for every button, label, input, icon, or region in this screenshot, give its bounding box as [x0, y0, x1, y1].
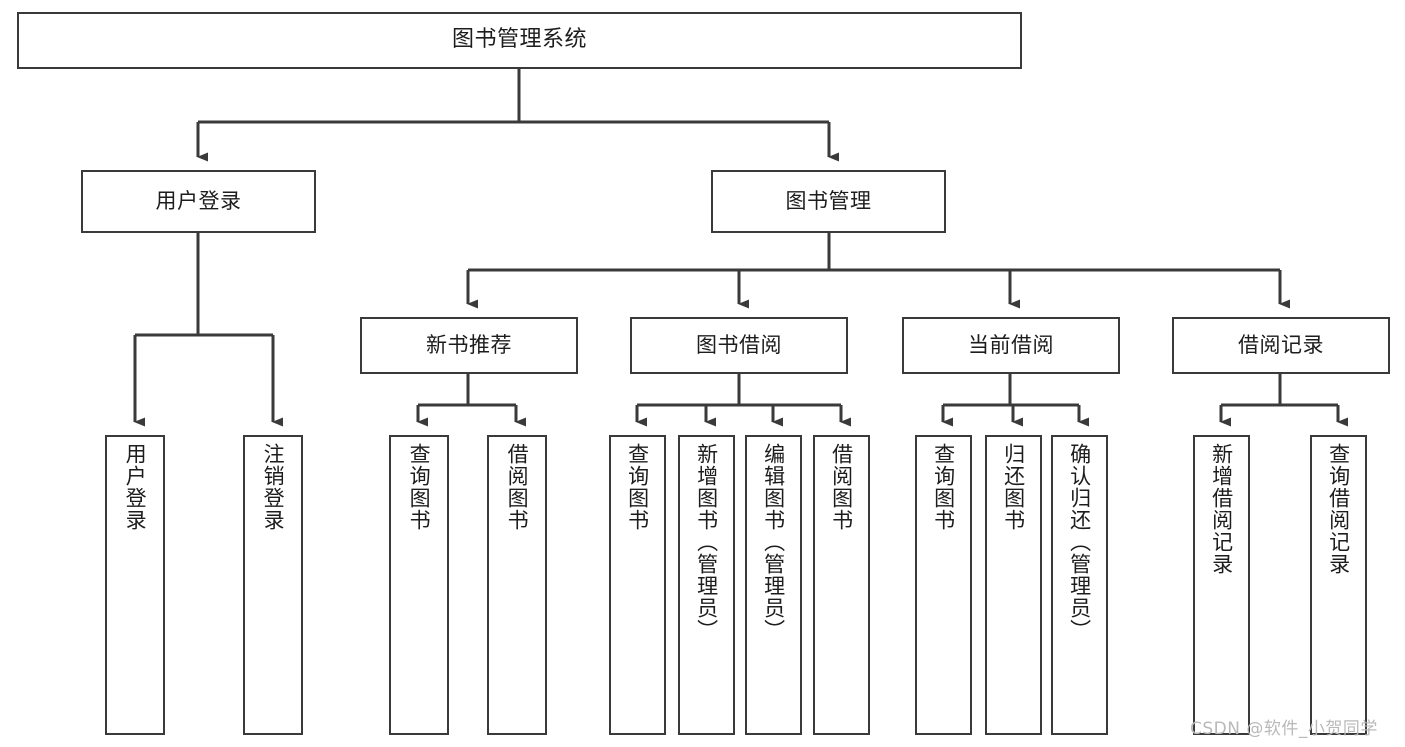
node-leaf-rec-add[interactable]: 新增借阅记录 [1193, 435, 1250, 735]
node-label: 新增借阅记录 [1209, 443, 1234, 575]
node-user-login[interactable]: 用户登录 [81, 170, 316, 233]
node-leaf-borrow-edit[interactable]: 编辑图书（管理员） [745, 435, 802, 735]
node-leaf-cur-confirm[interactable]: 确认归还（管理员） [1051, 435, 1108, 735]
node-leaf-rec-query[interactable]: 查询图书 [389, 435, 449, 735]
node-label: 图书管理系统 [451, 27, 587, 53]
node-label: 新增图书（管理员） [694, 443, 719, 641]
node-label: 当前借阅 [968, 332, 1054, 357]
node-leaf-user-logout[interactable]: 注销登录 [243, 435, 303, 735]
node-label: 查询图书 [625, 443, 650, 531]
node-label: 新书推荐 [426, 332, 512, 357]
node-label: 查询借阅记录 [1326, 443, 1351, 575]
node-label: 用户登录 [155, 188, 242, 213]
node-label: 用户登录 [123, 443, 148, 531]
node-label: 借阅图书 [829, 443, 854, 531]
node-label: 图书管理 [785, 188, 872, 213]
node-label: 注销登录 [261, 443, 286, 531]
node-leaf-cur-return[interactable]: 归还图书 [985, 435, 1042, 735]
node-leaf-rec-borrow[interactable]: 借阅图书 [487, 435, 547, 735]
csdn-watermark: CSDN @软件_小贺同学 [1190, 719, 1378, 739]
node-label: 确认归还（管理员） [1067, 443, 1092, 641]
node-book-manage[interactable]: 图书管理 [711, 170, 946, 233]
node-label: 查询图书 [407, 443, 432, 531]
node-label: 归还图书 [1001, 443, 1026, 531]
node-leaf-borrow-query[interactable]: 查询图书 [609, 435, 666, 735]
node-root[interactable]: 图书管理系统 [17, 12, 1022, 69]
node-book-borrow[interactable]: 图书借阅 [630, 317, 848, 374]
node-label: 查询图书 [931, 443, 956, 531]
node-label: 图书借阅 [696, 332, 782, 357]
node-leaf-user-login[interactable]: 用户登录 [105, 435, 165, 735]
node-leaf-borrow-add[interactable]: 新增图书（管理员） [678, 435, 735, 735]
node-label: 借阅图书 [505, 443, 530, 531]
node-leaf-borrow-do[interactable]: 借阅图书 [813, 435, 870, 735]
node-borrow-record[interactable]: 借阅记录 [1172, 317, 1390, 374]
node-leaf-cur-query[interactable]: 查询图书 [915, 435, 972, 735]
node-current-borrow[interactable]: 当前借阅 [902, 317, 1120, 374]
node-leaf-rec-search[interactable]: 查询借阅记录 [1310, 435, 1367, 735]
node-label: 编辑图书（管理员） [761, 443, 786, 641]
node-label: 借阅记录 [1238, 332, 1324, 357]
node-new-book-rec[interactable]: 新书推荐 [360, 317, 578, 374]
